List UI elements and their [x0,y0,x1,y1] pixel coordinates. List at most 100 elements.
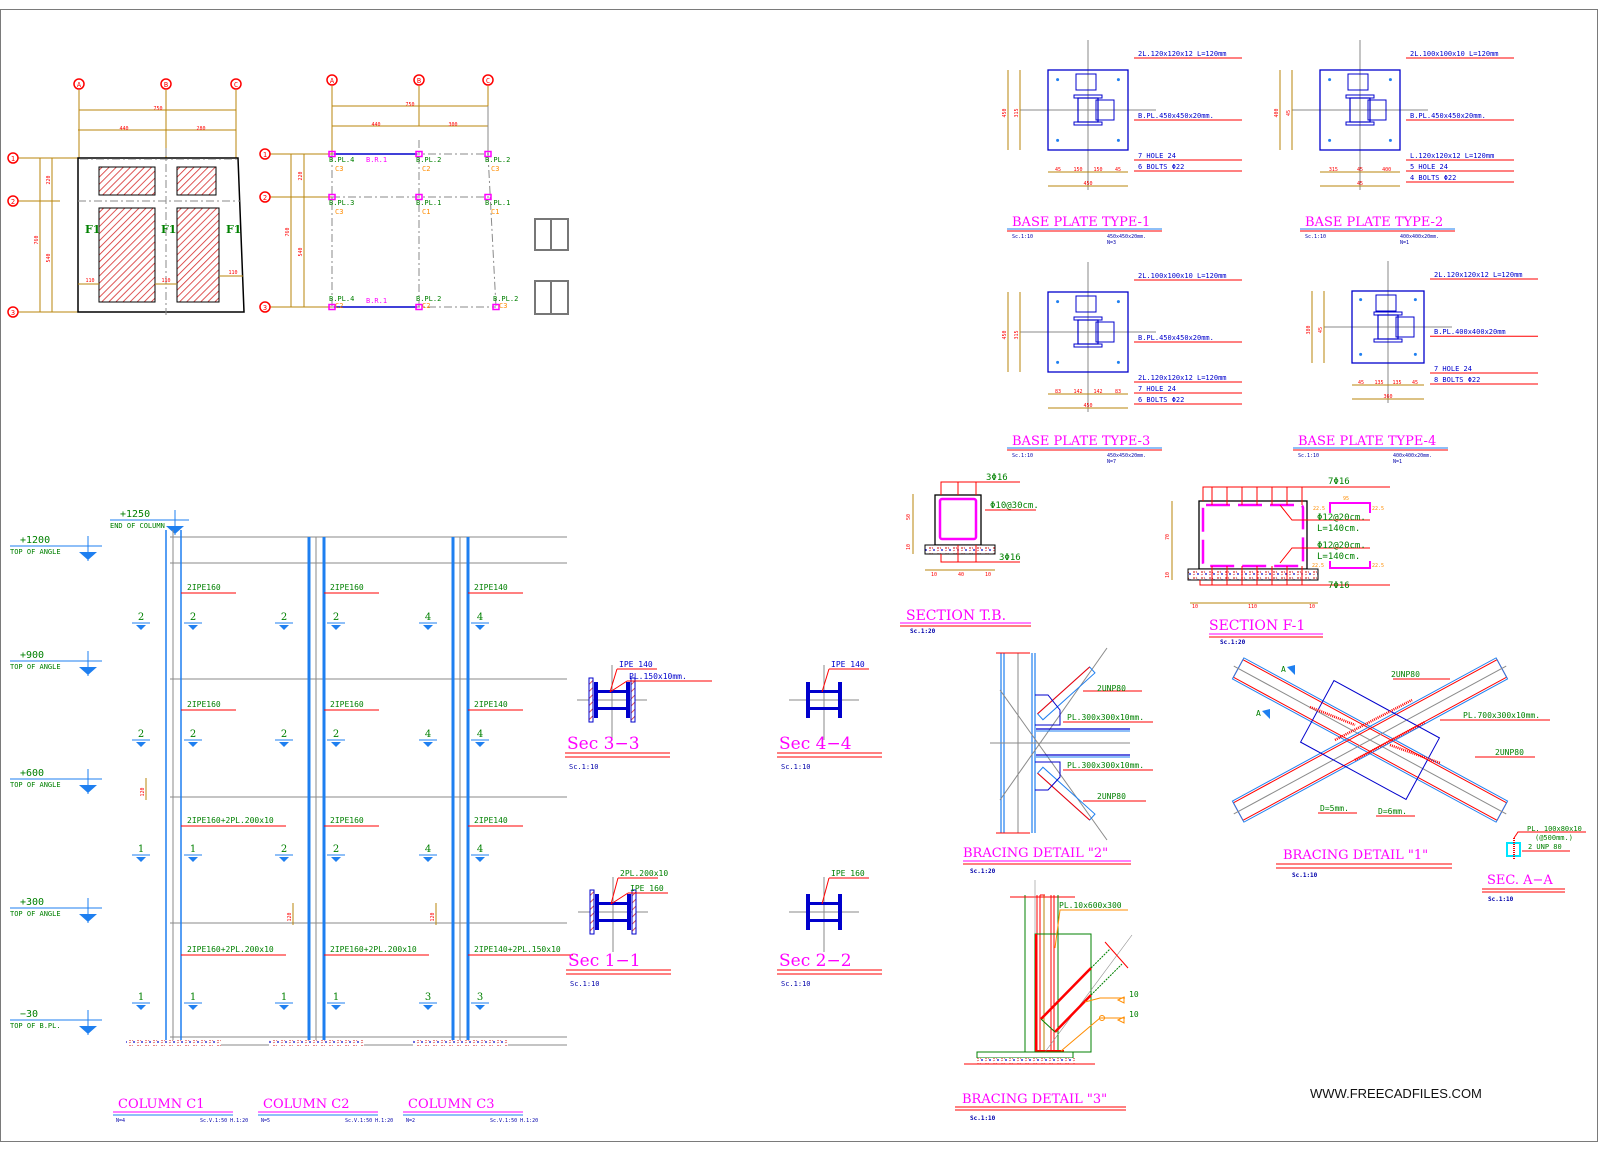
sheet-border [0,9,1598,1142]
member-callout: (@500mm.) [1535,834,1573,842]
leader-line [610,892,629,905]
dim-text: 22.5 [1312,563,1324,569]
section-mark-label: 2 [333,729,339,740]
rebar-callout: 3Φ16 [999,553,1021,563]
dim-text: 280 [196,126,205,132]
scale-label: Sc.1:20 [910,628,936,635]
arrow-down-icon [423,625,433,630]
level-label: TOP OF ANGLE [10,663,61,671]
scale-label: Sc.1:10 [970,1115,996,1122]
member-callout: PL.300x300x10mm. [1067,761,1144,770]
dim-text: 45 [1115,167,1121,173]
base-plate-outline [1351,290,1425,364]
dim-text: 440 [119,126,128,132]
column-marker [492,303,500,311]
member-label: 2IPE140+2PL.150x10 [474,945,561,954]
dim-text: 110 [161,278,170,284]
level-label: END OF COLUMN [110,522,165,530]
bolt-hole [1328,138,1332,142]
dim-text: 10 [1309,604,1315,610]
section-mark-label: 2 [281,612,287,623]
section-mark-label: 1 [190,992,196,1003]
arrow-down-icon [279,857,289,862]
dim-text: 315 [1014,108,1020,117]
plate-size-label: 450x450x20mm. [1107,453,1146,459]
level-triangle-icon [79,1026,97,1034]
arrow-down-icon [475,1005,485,1010]
ipe-web [627,894,631,930]
dim-text: 142 [1073,389,1082,395]
dim-text: 120 [430,912,436,921]
member-label: 2IPE160 [187,583,221,592]
scale-label: Sc.1:10 [781,980,811,988]
dim-text: 220 [46,175,52,184]
ipe-web [838,682,842,718]
level-value: +1200 [20,535,50,546]
section-mark-label: 2 [190,729,196,740]
section-mark-label: 4 [477,612,483,623]
scale-label: Sc.V.1:50 H.1:20 [490,1118,538,1124]
level-value: +900 [20,650,44,661]
column-type-label: C2 [335,302,343,310]
drawing-title: BRACING DETAIL "1" [1283,848,1428,863]
section-a-a: PL. 100x80x10 (@500mm.) 2 UNP 80 SEC. A−… [1482,825,1586,903]
grid-bubble-row-2: 2 [7,195,19,207]
dim-text: 110 [1248,604,1257,610]
section-cut-marker: 2 [327,729,345,747]
member-callout: IPE 160 [831,869,865,878]
column-node: B.PL.2C2 [415,150,441,173]
dim-text: 120 [140,787,146,796]
rebar-callout: 7Φ16 [1328,581,1350,591]
section-cut-marker: 4 [471,844,489,862]
section-mark-label: 4 [477,844,483,855]
dim-text: 10 [1192,604,1198,610]
section-cut-marker: 1 [184,992,202,1010]
drawing-title: Sec 3−3 [567,734,640,754]
column-flange [1345,121,1375,126]
dim-text: 22.5 [1372,506,1384,512]
section-cut-marker: 1 [327,992,345,1010]
member-label: 2IPE140 [474,700,508,709]
section-cut-marker: 1 [184,844,202,862]
column-node: B.PL.4C2 [328,295,354,311]
dim-text: 750 [405,102,414,108]
drawing-title: BRACING DETAIL "3" [962,1092,1107,1107]
footing-hatch [176,166,217,196]
column-flange [1073,121,1103,126]
arrow-down-icon [188,857,198,862]
drawing-title: Sec 2−2 [779,951,852,971]
drawing-title: BRACING DETAIL "2" [963,846,1108,861]
dim-text: 83 [1055,389,1061,395]
member-label: 2IPE160+2PL.200x10 [187,945,274,954]
grid-label: 1 [263,151,267,159]
arrow-down-icon [136,625,146,630]
dim-text: 380 [1306,325,1312,334]
section-cut-marker: 2 [184,729,202,747]
grid-bubble-row-1: 1 [7,152,19,164]
member-label: 2IPE160+2PL.200x10 [330,945,417,954]
ipe-web [806,682,810,718]
column-type-label: C2 [422,165,430,173]
scale-label: Sc.1:10 [1305,234,1326,240]
rebar-callout: 3Φ16 [986,473,1008,483]
column-type-label: C2 [422,302,430,310]
grid-label: A [77,81,82,89]
member-callout: 2UNP80 [1097,792,1126,801]
dim-text: 45 [1358,380,1364,386]
section-mark-label: 4 [425,729,431,740]
dim-text: 50 [906,514,912,520]
drawing-title: COLUMN C2 [263,1097,350,1112]
angle-cleat [1367,99,1387,121]
member-callout: IPE 140 [619,660,653,669]
ipe-flange [808,902,840,905]
section-cut-marker: 1 [132,992,150,1010]
dim-text: 220 [298,171,304,180]
plate-count-label: N=1 [1400,240,1409,246]
member-callout: 2UNP80 [1097,684,1126,693]
arrow-down-icon [423,1005,433,1010]
